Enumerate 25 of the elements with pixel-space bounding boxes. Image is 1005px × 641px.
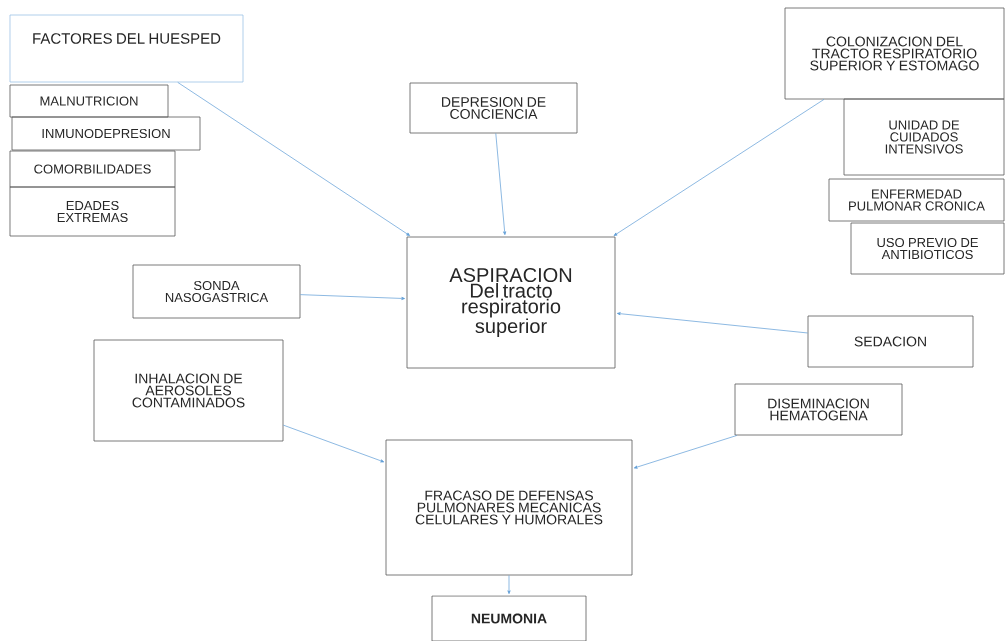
arrow: [495, 133, 507, 235]
arrow: [633, 435, 738, 469]
text-box: SEDACION: [807, 315, 974, 368]
text-box: COLONIZACION DEL TRACTO RESPIRATORIO SUPERIOR Y ESTOMAGO: [784, 7, 1005, 100]
arrow: [613, 99, 825, 236]
text-box: SONDA NASOGASTRICA: [132, 264, 301, 319]
text-box: DEPRESION DE CONCIENCIA: [409, 82, 578, 134]
arrow: [177, 82, 410, 236]
arrow: [617, 312, 808, 334]
text-box: DISEMINACION HEMATOGENA: [734, 383, 903, 436]
text-box: UNIDAD DE CUIDADOS INTENSIVOS: [843, 98, 1005, 176]
text-box: EDADES EXTREMAS: [9, 186, 176, 237]
text-box: ASPIRACION Del tracto respiratorio superior: [406, 236, 616, 369]
arrow: [300, 294, 405, 300]
arrow: [507, 575, 511, 594]
text-box: INHALACION DE AEROSOLES CONTAMINADOS: [93, 339, 284, 442]
arrow: [283, 424, 385, 463]
text-box: COMORBILIDADES: [9, 150, 176, 188]
text-box: NEUMONIA: [431, 595, 587, 641]
text-box: MALNUTRICION: [9, 84, 169, 118]
text-box: INMUNODEPRESION: [11, 116, 201, 151]
text-box: USO PREVIO DE ANTIBIOTICOS: [850, 222, 1005, 275]
text-box: ENFERMEDAD PULMONAR CRONICA: [828, 178, 1005, 222]
text-box: FRACASO DE DEFENSAS PULMONARES MECANICAS CELULARES Y HUMORALES: [385, 439, 633, 576]
text-box: FACTORES DEL HUESPED: [9, 14, 244, 83]
